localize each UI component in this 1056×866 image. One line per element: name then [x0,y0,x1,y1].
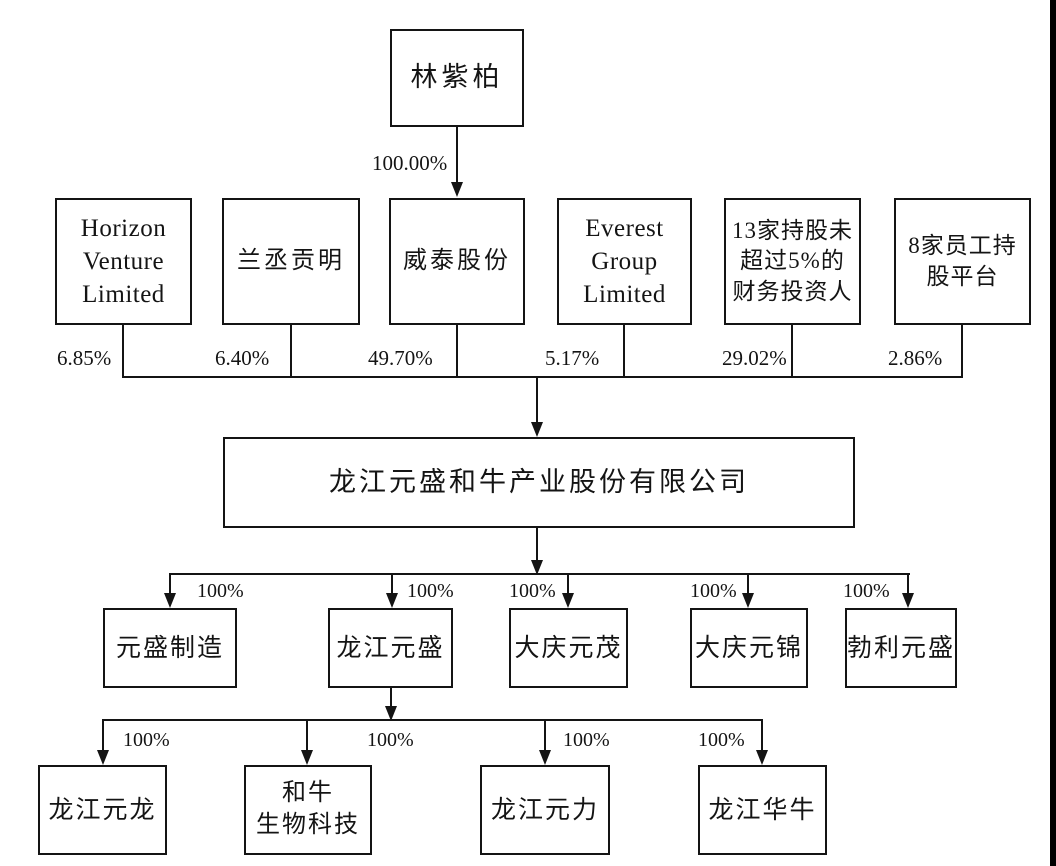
arrowhead-down-icon [531,560,543,575]
ownership-pct-label: 100% [197,580,244,602]
node-employee-platforms: 8家员工持 股平台 [894,198,1031,325]
ownership-pct-label: 100% [698,729,745,751]
arrowhead-down-icon [531,422,543,437]
node-heniu-biotech: 和牛 生物科技 [244,765,372,855]
node-boli-yuansheng: 勃利元盛 [845,608,957,688]
arrowhead-down-icon [562,593,574,608]
arrowhead-down-icon [539,750,551,765]
connector-line [456,127,458,184]
connector-line [102,721,104,753]
ownership-pct-label: 100% [690,580,737,602]
ownership-pct-label: 100% [843,580,890,602]
arrowhead-down-icon [742,593,754,608]
ownership-pct-label: 5.17% [545,346,600,370]
node-horizon-venture: Horizon Venture Limited [55,198,192,325]
node-longjiang-yuansheng: 龙江元盛 [328,608,453,688]
node-yuansheng-manufacturing: 元盛制造 [103,608,237,688]
ownership-pct-label: 100% [563,729,610,751]
ownership-pct-label: 100.00% [372,151,448,175]
ownership-pct-label: 49.70% [368,346,433,370]
arrowhead-down-icon [301,750,313,765]
connector-line [306,721,308,753]
connector-line [623,325,625,378]
connector-line [961,325,963,378]
ownership-pct-label: 100% [509,580,556,602]
ownership-pct-label: 100% [367,729,414,751]
connector-line [567,575,569,596]
node-main-company: 龙江元盛和牛产业股份有限公司 [223,437,855,528]
page-edge-artifact [1050,0,1056,866]
connector-line [747,575,749,596]
node-longjiang-huaniu: 龙江华牛 [698,765,827,855]
arrowhead-down-icon [385,706,397,721]
connector-line [122,325,124,378]
ownership-pct-label: 6.40% [215,346,270,370]
arrowhead-down-icon [164,593,176,608]
arrowhead-down-icon [97,750,109,765]
connector-line [290,325,292,378]
arrowhead-down-icon [386,593,398,608]
connector-line [456,325,458,378]
arrowhead-down-icon [902,593,914,608]
node-root-shareholder: 林紫柏 [390,29,524,127]
ownership-pct-label: 100% [123,729,170,751]
node-daqing-yuanjin: 大庆元锦 [690,608,808,688]
connector-line [536,378,538,424]
connector-line [122,376,963,378]
node-financial-investors: 13家持股未 超过5%的 财务投资人 [724,198,861,325]
node-longjiang-yuanli: 龙江元力 [480,765,610,855]
ownership-pct-label: 29.02% [722,346,787,370]
node-longjiang-yuanlong: 龙江元龙 [38,765,167,855]
connector-line [169,575,171,596]
node-daqing-yuanmao: 大庆元茂 [509,608,628,688]
connector-line [761,721,763,753]
connector-line [390,688,392,710]
arrowhead-down-icon [756,750,768,765]
connector-line [169,573,910,575]
node-weitai-gufen: 威泰股份 [389,198,525,325]
connector-line [391,575,393,596]
ownership-pct-label: 2.86% [888,346,943,370]
connector-line [536,528,538,563]
node-lanchenggongming: 兰丞贡明 [222,198,360,325]
connector-line [102,719,763,721]
connector-line [907,575,909,596]
ownership-pct-label: 6.85% [57,346,112,370]
connector-line [544,721,546,753]
node-everest-group: Everest Group Limited [557,198,692,325]
connector-line [791,325,793,378]
arrowhead-down-icon [451,182,463,197]
ownership-pct-label: 100% [407,580,454,602]
